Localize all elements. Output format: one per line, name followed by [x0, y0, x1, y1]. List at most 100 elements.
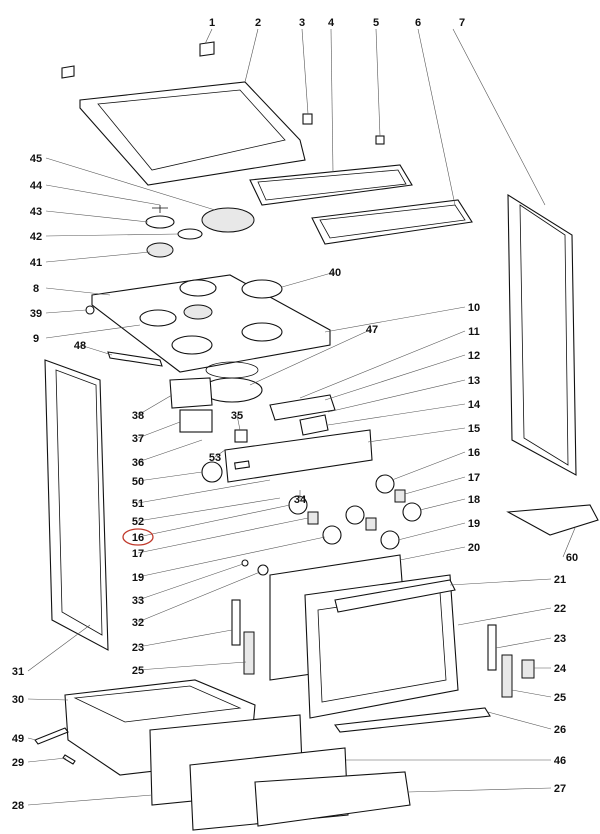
leader-line [299, 330, 466, 399]
drawer-front [254, 771, 411, 827]
leader-line [45, 324, 141, 339]
highlight-circle [122, 528, 154, 546]
leader-line [137, 563, 244, 601]
leader-line [452, 28, 546, 206]
leader-line [27, 737, 37, 741]
leader-line [137, 471, 203, 482]
part-label-60: 60 [566, 552, 578, 564]
part-label-9: 9 [33, 333, 39, 345]
leader-line [137, 439, 203, 463]
leader-line [375, 28, 381, 137]
wiring [269, 394, 336, 421]
rail [34, 727, 69, 745]
leader-line [27, 757, 67, 763]
leader-line [281, 271, 336, 288]
part-label-22: 22 [554, 603, 566, 615]
leader-line [367, 427, 466, 443]
part-label-24: 24 [554, 663, 567, 675]
part-label-41: 41 [30, 257, 42, 269]
leader-line [562, 527, 576, 558]
part-label-39: 39 [30, 308, 42, 320]
part-label-45: 45 [30, 153, 42, 165]
hotplate [201, 207, 255, 233]
hob [91, 274, 331, 373]
hinge-bracket [487, 624, 497, 671]
part-label-46: 46 [554, 755, 566, 767]
knob [322, 525, 342, 545]
pan-support [249, 164, 413, 206]
leader-line [45, 251, 151, 263]
leader-line [137, 497, 281, 522]
part-label-19: 19 [468, 518, 480, 530]
part-label-48: 48 [74, 340, 86, 352]
part-label-16: 16 [132, 532, 144, 544]
part-label-38: 38 [132, 410, 144, 422]
part-label-43: 43 [30, 206, 42, 218]
leader-line [137, 421, 181, 439]
leader-line [45, 309, 87, 314]
part-label-53: 53 [209, 452, 221, 464]
part-label-17: 17 [468, 472, 480, 484]
leader-line [27, 624, 91, 672]
part-label-33: 33 [132, 595, 144, 607]
part-label-21: 21 [554, 574, 566, 586]
leader-line [249, 328, 373, 386]
leader-line [404, 476, 466, 495]
screw [85, 305, 95, 315]
part-label-32: 32 [132, 617, 144, 629]
part-label-37: 37 [132, 433, 144, 445]
door-strip [334, 707, 491, 733]
leader-line [301, 28, 309, 115]
leader-line [324, 354, 466, 401]
part-label-16: 16 [468, 447, 480, 459]
part-label-31: 31 [12, 666, 24, 678]
leader-line [511, 689, 552, 698]
switch [234, 429, 248, 443]
leader-line [449, 578, 552, 586]
part-label-10: 10 [468, 302, 480, 314]
part-label-15: 15 [468, 423, 480, 435]
part-label-34: 34 [294, 494, 307, 506]
leader-line [327, 379, 466, 413]
part-label-23: 23 [132, 642, 144, 654]
parts [34, 41, 599, 831]
leader-line [324, 306, 466, 333]
leader-line [487, 711, 552, 730]
part-label-17: 17 [132, 548, 144, 560]
leader-line [397, 522, 466, 541]
part-label-12: 12 [468, 350, 480, 362]
foot [375, 135, 385, 145]
door-handle [334, 579, 456, 613]
leader-line [419, 498, 466, 511]
part-label-3: 3 [299, 17, 305, 29]
part-label-13: 13 [468, 375, 480, 387]
leader-line [391, 451, 466, 481]
part-label-25: 25 [554, 692, 566, 704]
pan-support [311, 199, 473, 245]
leader-line [45, 157, 216, 211]
part-label-26: 26 [554, 724, 566, 736]
part-label-50: 50 [132, 476, 144, 488]
leader-line [214, 449, 226, 458]
knob [201, 461, 223, 483]
leader-line [137, 536, 326, 578]
part-label-47: 47 [366, 324, 378, 336]
leader-line [407, 787, 552, 793]
leader-line [495, 637, 552, 649]
glass-lid [79, 81, 306, 186]
spring [394, 489, 406, 503]
part-label-52: 52 [132, 516, 144, 528]
part-label-29: 29 [12, 757, 24, 769]
bracket [169, 377, 213, 409]
part-label-40: 40 [329, 267, 341, 279]
part-label-42: 42 [30, 231, 42, 243]
part-label-27: 27 [554, 783, 566, 795]
spring [365, 517, 377, 531]
part-label-18: 18 [468, 494, 480, 506]
spring [307, 511, 319, 525]
part-label-36: 36 [132, 457, 144, 469]
burner-cap [145, 215, 175, 229]
leader-line [137, 571, 261, 623]
